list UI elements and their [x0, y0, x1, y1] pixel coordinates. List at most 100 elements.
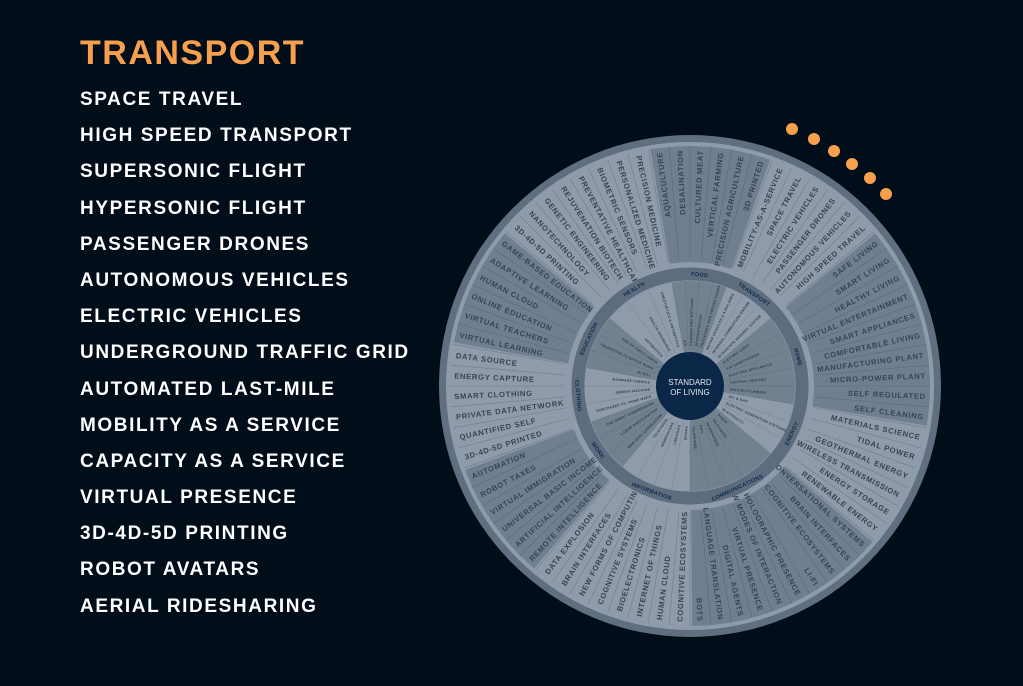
inner-divider: [598, 333, 659, 369]
category-panel: [454, 233, 595, 364]
sector-divider: [804, 438, 908, 488]
sector-divider: [493, 458, 587, 524]
sector-divider: [778, 474, 860, 556]
list-item: SUPERSONIC FLIGHT: [80, 161, 307, 183]
category-label: FOOD: [691, 272, 709, 279]
inner-divider: [598, 403, 659, 439]
sector-label: BOTS: [694, 598, 704, 622]
inner-label: CANNING AND BOTTLING: [689, 298, 694, 346]
sector-divider: [627, 507, 658, 618]
sector-divider: [811, 418, 922, 449]
sector-divider: [472, 284, 576, 334]
inner-panel: [690, 407, 771, 491]
sector-divider: [648, 510, 669, 623]
transport-list: SPACE TRAVEL HIGH SPEED TRANSPORT SUPERS…: [80, 88, 410, 631]
list-item: AERIAL RIDESHARING: [80, 595, 318, 617]
sector-label-group: DESALINATION: [676, 150, 688, 215]
sector-label-group: SMART CLOTHING: [454, 389, 533, 401]
sector-divider: [798, 448, 898, 507]
sector-divider: [762, 489, 828, 583]
progress-dot: [880, 188, 892, 200]
inner-label-group: INDOOR PLUMBING: [730, 388, 767, 395]
list-item: PASSENGER DRONES: [80, 233, 311, 255]
sector-label: ENERGY CAPTURE: [454, 372, 535, 385]
inner-divider: [648, 289, 676, 354]
inner-label: REFRIGERATION: [694, 315, 703, 347]
sector-divider: [458, 418, 569, 449]
inner-label-group: GI BILL: [637, 370, 652, 378]
sector-divider: [808, 428, 916, 469]
sector-divider: [762, 189, 828, 283]
sector-divider: [520, 474, 602, 556]
sector-divider: [482, 448, 582, 507]
inner-panel: [586, 318, 664, 381]
inner-label: MAIL: [698, 424, 704, 434]
inner-divider: [671, 421, 684, 490]
inner-label: BOOKS: [684, 425, 689, 440]
list-item: MOBILITY AS A SERVICE: [80, 414, 341, 436]
inner-label: ICE: [683, 339, 688, 346]
inner-divider: [702, 419, 727, 485]
sector-divider: [752, 494, 811, 594]
sector-divider: [493, 248, 587, 314]
inner-divider: [685, 281, 689, 351]
sector-divider: [732, 160, 773, 268]
list-item: 3D-4D-5D PRINTING: [80, 523, 289, 545]
inner-label-group: CENTRAL HEATING: [730, 378, 767, 385]
inner-label: MANMADE FABRICS: [612, 377, 651, 384]
inner-divider: [627, 301, 669, 358]
inner-label-group: RADIO: [717, 413, 729, 425]
sector-divider: [815, 396, 930, 408]
inner-divider: [692, 281, 700, 351]
inner-divider: [609, 408, 663, 454]
sector-divider: [482, 265, 582, 324]
category-panel: [691, 466, 873, 626]
inner-divider: [637, 417, 673, 478]
sector-divider: [569, 178, 628, 278]
sector-divider: [732, 504, 773, 612]
inner-label-group: BOOKS: [684, 425, 689, 440]
sector-divider: [742, 168, 792, 272]
sector-label: SMART CLOTHING: [454, 389, 533, 401]
list-item: AUTONOMOUS VEHICLES: [80, 269, 350, 291]
sector-divider: [722, 154, 753, 265]
inner-divider: [707, 294, 743, 355]
sector-divider: [814, 344, 927, 365]
sector-divider: [711, 510, 732, 623]
progress-dot: [808, 133, 820, 145]
section-title: TRANSPORT: [80, 34, 306, 72]
category-label-group: CLOTHING: [573, 380, 582, 412]
sector-divider: [700, 146, 712, 261]
list-item: UNDERGROUND TRAFFIC GRID: [80, 342, 410, 364]
sector-divider: [458, 323, 569, 354]
inner-divider: [712, 413, 758, 467]
inner-label-group: MANMADE FABRICS: [612, 377, 651, 384]
inner-divider: [723, 349, 789, 374]
sector-divider: [552, 189, 618, 283]
inner-divider: [723, 398, 789, 423]
sector-label-group: BOTS: [694, 598, 704, 622]
inner-divider: [591, 398, 657, 423]
sector-label: CULTURED MEAT: [693, 150, 705, 224]
sector-divider: [607, 160, 648, 268]
sector-label: DESALINATION: [676, 150, 688, 215]
list-item: HIGH SPEED TRANSPORT: [80, 125, 353, 147]
inner-divider: [696, 421, 709, 490]
inner-label: GI BILL: [637, 370, 652, 378]
inner-divider: [586, 392, 655, 405]
sector-label: MICRO-POWER PLANT: [830, 372, 926, 385]
sector-divider: [815, 364, 930, 376]
inner-label-group: REFRIGERATION: [694, 315, 703, 347]
sector-divider: [520, 216, 602, 298]
center-label: OF LIVING: [670, 388, 710, 397]
sector-divider: [798, 265, 898, 324]
inner-divider: [717, 318, 771, 364]
category-ring: [571, 267, 809, 505]
inner-label-group: TELEPHONE: [691, 426, 697, 450]
progress-dot: [864, 172, 876, 184]
sector-divider: [453, 407, 566, 428]
list-item: ROBOT AVATARS: [80, 559, 261, 581]
inner-divider: [697, 283, 713, 351]
inner-label-group: OIL & GAS: [728, 395, 749, 404]
inner-label: SEWING MACHINE: [615, 388, 650, 395]
